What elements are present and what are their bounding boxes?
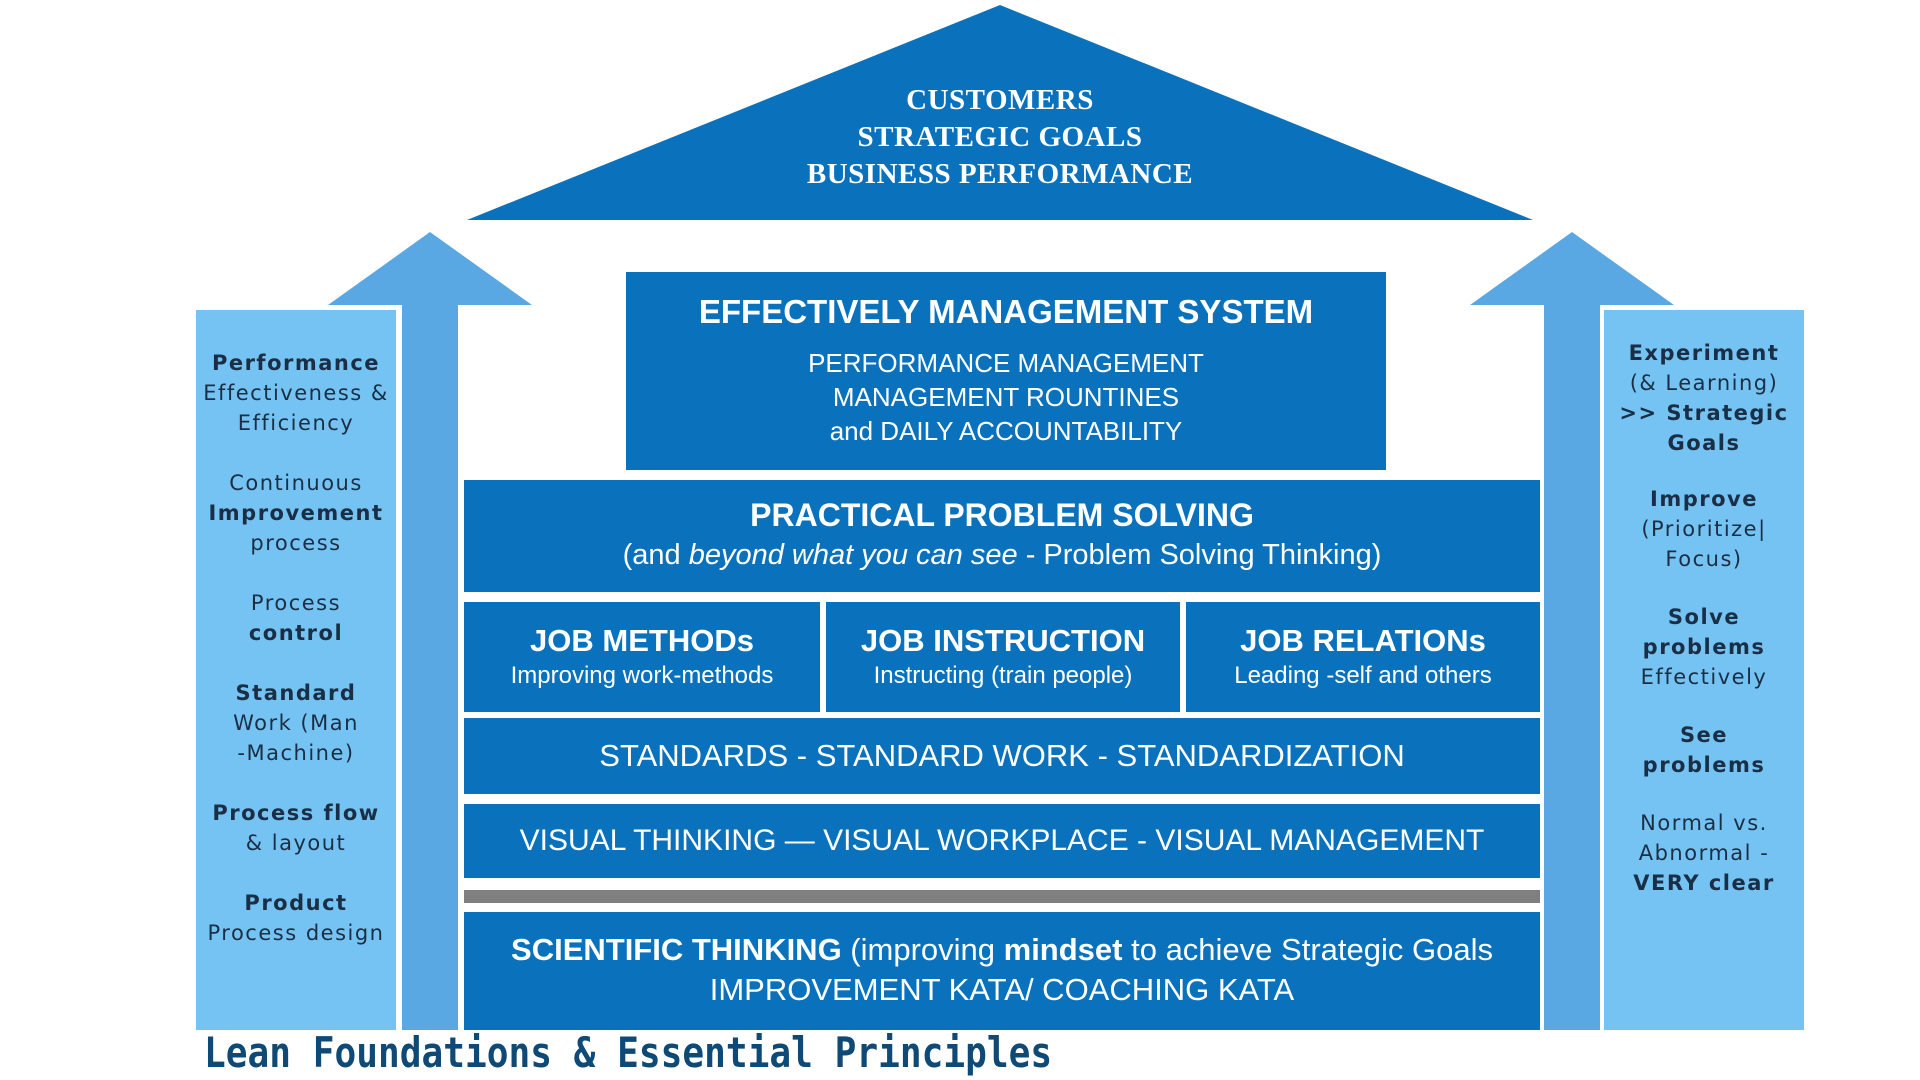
left-group-performance: Performance Effectiveness & Efficiency	[203, 351, 389, 435]
job-relations-title: JOB RELATIONs	[1240, 623, 1486, 658]
scientific-line1: SCIENTIFIC THINKING (improving mindset t…	[511, 932, 1493, 967]
visual-text: VISUAL THINKING — VISUAL WORKPLACE - VIS…	[519, 824, 1485, 857]
problem-solving-box: PRACTICAL PROBLEM SOLVING (and beyond wh…	[464, 480, 1540, 592]
roof-line-performance: BUSINESS PERFORMANCE	[806, 158, 1194, 190]
job-relations-box: JOB RELATIONs Leading -self and others	[1186, 602, 1540, 712]
right-group-improve: Improve (Prioritize| Focus)	[1641, 487, 1767, 571]
left-column-text: Performance Effectiveness & Efficiency C…	[196, 348, 396, 962]
job-relations-sub: Leading -self and others	[1234, 662, 1492, 689]
standards-box: STANDARDS - STANDARD WORK - STANDARDIZAT…	[464, 718, 1540, 794]
left-group-standard: Standard Work (Man -Machine)	[233, 681, 359, 765]
right-column-text: Experiment (& Learning) >> Strategic Goa…	[1604, 338, 1804, 912]
job-instruction-box: JOB INSTRUCTION Instructing (train peopl…	[826, 602, 1180, 712]
management-lines: PERFORMANCE MANAGEMENT MANAGEMENT ROUNTI…	[808, 348, 1204, 446]
diagram-caption: Lean Foundations & Essential Principles	[204, 1028, 1053, 1077]
left-group-process-flow: Process flow & layout	[212, 801, 380, 855]
left-group-improvement: Continuous Improvement process	[208, 471, 384, 555]
scientific-thinking-box: SCIENTIFIC THINKING (improving mindset t…	[464, 912, 1540, 1030]
roof-line-customers: CUSTOMERS	[906, 84, 1094, 116]
left-group-product: Product Process design	[207, 891, 385, 945]
problem-solving-subtitle: (and beyond what you can see - Problem S…	[622, 539, 1382, 571]
roof-text: CUSTOMERS STRATEGIC GOALS BUSINESS PERFO…	[700, 82, 1300, 193]
job-instruction-sub: Instructing (train people)	[873, 662, 1133, 689]
job-instruction-title: JOB INSTRUCTION	[860, 623, 1146, 658]
right-group-experiment: Experiment (& Learning) >> Strategic Goa…	[1619, 341, 1789, 455]
standards-text: STANDARDS - STANDARD WORK - STANDARDIZAT…	[599, 738, 1405, 773]
job-methods-sub: Improving work-methods	[510, 662, 774, 689]
roof-line-goals: STRATEGIC GOALS	[857, 121, 1143, 153]
right-group-solve: Solve problems Effectively	[1640, 605, 1768, 689]
left-column	[196, 310, 396, 1030]
right-group-see: See problems	[1642, 723, 1766, 777]
visual-box: VISUAL THINKING — VISUAL WORKPLACE - VIS…	[464, 804, 1540, 878]
job-methods-box: JOB METHODs Improving work-methods	[464, 602, 820, 712]
scientific-line2: IMPROVEMENT KATA/ COACHING KATA	[709, 972, 1295, 1007]
management-system-box: EFFECTIVELY MANAGEMENT SYSTEM PERFORMANC…	[626, 272, 1386, 470]
right-column	[1604, 310, 1804, 1030]
management-title: EFFECTIVELY MANAGEMENT SYSTEM	[698, 293, 1314, 330]
left-up-arrow-icon	[328, 232, 532, 1030]
right-up-arrow-icon	[1470, 232, 1674, 1030]
foundation-divider	[464, 890, 1540, 903]
job-methods-title: JOB METHODs	[530, 623, 754, 658]
right-group-normal: Normal vs. Abnormal - VERY clear	[1633, 811, 1775, 895]
left-group-process-control: Process control	[248, 591, 344, 645]
problem-solving-title: PRACTICAL PROBLEM SOLVING	[750, 497, 1254, 533]
